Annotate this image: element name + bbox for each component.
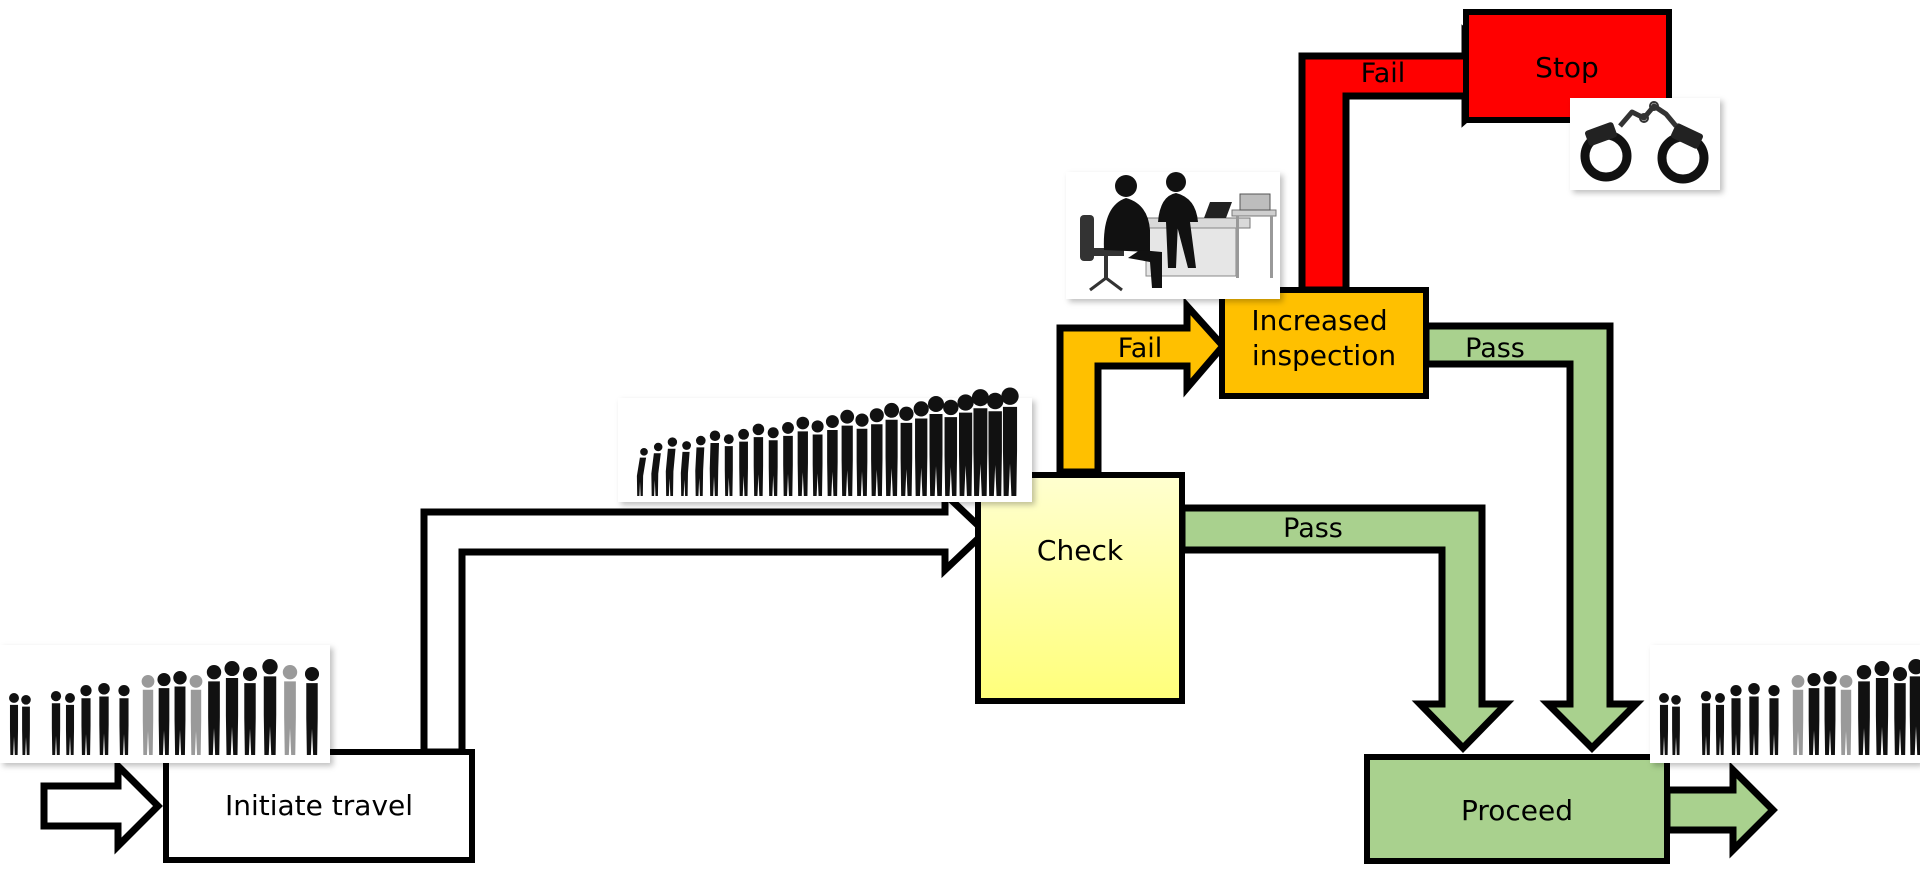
person-silhouette xyxy=(141,675,155,755)
person-silhouette xyxy=(986,392,1004,496)
person-silhouette xyxy=(1874,661,1890,755)
person-silhouette xyxy=(98,683,110,755)
person-silhouette xyxy=(738,428,749,496)
person-silhouette xyxy=(1671,695,1681,755)
label-check-pass: Pass xyxy=(1283,513,1343,544)
person-silhouette xyxy=(1791,675,1805,755)
person-silhouette xyxy=(21,695,31,755)
person-silhouette xyxy=(928,396,944,496)
person-silhouette xyxy=(1856,665,1872,755)
person-silhouette xyxy=(840,409,855,496)
people-walking-silhouettes-right xyxy=(1650,645,1920,763)
person-silhouette xyxy=(1715,693,1725,755)
person-silhouette xyxy=(1001,387,1019,496)
person-silhouette xyxy=(157,673,171,755)
label-proceed: Proceed xyxy=(1461,794,1573,827)
person-silhouette xyxy=(651,442,663,496)
person-silhouette xyxy=(913,401,929,496)
person-silhouette xyxy=(50,691,62,755)
person-silhouette xyxy=(636,448,648,496)
handcuffs xyxy=(1570,98,1720,190)
person-silhouette xyxy=(723,434,734,496)
person-silhouette xyxy=(189,675,203,755)
person-silhouette xyxy=(899,406,914,496)
person-silhouette xyxy=(1839,675,1853,755)
person-silhouette xyxy=(242,667,258,755)
person-silhouette xyxy=(884,402,900,496)
arrow-check-fail xyxy=(1056,296,1228,476)
person-silhouette xyxy=(1768,685,1780,755)
person-silhouette xyxy=(1807,673,1821,755)
person-silhouette xyxy=(224,661,240,755)
person-silhouette xyxy=(1823,671,1837,755)
arrow-inspection-pass xyxy=(1422,322,1645,753)
label-increased-inspection: Increased inspection xyxy=(1251,304,1396,372)
person-silhouette xyxy=(869,408,884,496)
arrow-proceed-out xyxy=(1663,761,1778,859)
person-silhouette xyxy=(206,665,222,755)
person-silhouette xyxy=(304,667,320,755)
label-stop: Stop xyxy=(1535,51,1599,84)
node-check xyxy=(975,472,1185,704)
label-check-fail: Fail xyxy=(1118,333,1163,364)
person-silhouette xyxy=(943,399,959,496)
label-inspection-fail: Fail xyxy=(1361,58,1406,89)
label-increased-line-1: Increased xyxy=(1251,304,1387,337)
person-silhouette xyxy=(118,685,130,755)
interview-desk-silhouette xyxy=(1066,172,1280,299)
label-inspection-pass: Pass xyxy=(1465,333,1525,364)
node-increased-inspection xyxy=(1219,287,1429,399)
person-silhouette xyxy=(752,423,765,496)
person-silhouette xyxy=(1908,659,1920,755)
person-silhouette xyxy=(1700,691,1712,755)
node-initiate-travel xyxy=(163,749,475,863)
person-silhouette xyxy=(782,422,794,496)
label-initiate-travel: Initiate travel xyxy=(225,789,413,822)
arrow-check-pass xyxy=(1178,504,1515,754)
person-silhouette xyxy=(1748,683,1760,755)
person-silhouette xyxy=(80,685,92,755)
person-silhouette xyxy=(855,413,869,496)
queue-silhouettes xyxy=(618,387,1032,502)
arrow-initiate-to-check xyxy=(420,485,991,756)
person-silhouette xyxy=(796,416,810,496)
person-silhouette xyxy=(680,441,691,496)
person-silhouette xyxy=(709,430,721,496)
people-walking-silhouettes-left xyxy=(0,645,330,763)
person-silhouette xyxy=(173,671,187,755)
person-silhouette xyxy=(9,693,19,755)
person-silhouette xyxy=(825,415,839,496)
person-silhouette xyxy=(971,389,989,496)
label-check: Check xyxy=(1037,534,1124,567)
person-silhouette xyxy=(957,394,974,496)
person-silhouette xyxy=(767,427,779,496)
person-silhouette xyxy=(262,659,278,755)
person-silhouette xyxy=(695,435,706,496)
person-silhouette xyxy=(665,437,678,496)
person-silhouette xyxy=(1892,667,1908,755)
person-silhouette xyxy=(811,420,824,496)
label-increased-line-2: inspection xyxy=(1252,339,1396,372)
node-proceed xyxy=(1364,754,1670,864)
person-silhouette xyxy=(1659,693,1669,755)
arrow-incoming xyxy=(40,757,163,855)
person-silhouette xyxy=(1730,685,1742,755)
person-silhouette xyxy=(282,665,298,755)
person-silhouette xyxy=(65,693,75,755)
